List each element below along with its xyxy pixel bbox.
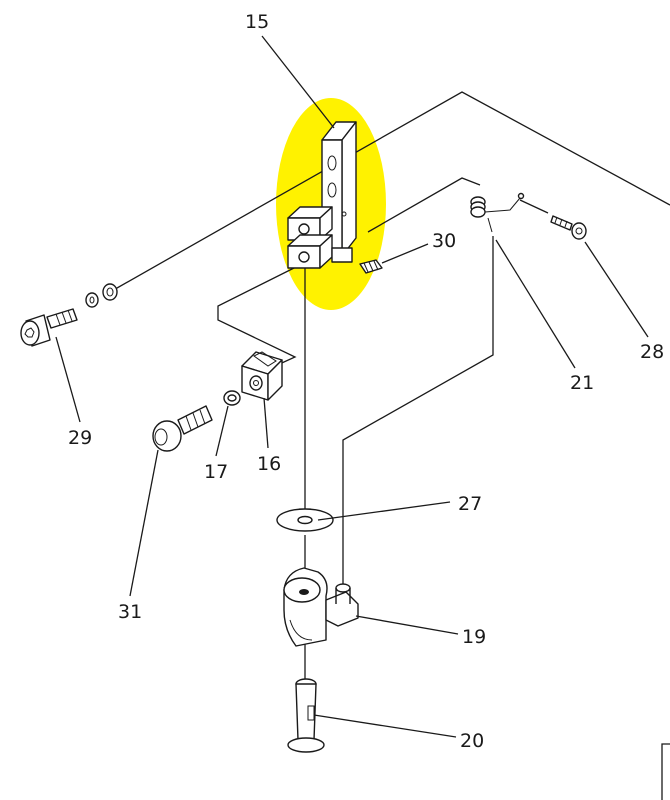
assembly-lines [109, 91, 670, 680]
callout-30: 30 [432, 230, 456, 252]
hinge-bracket-icon [287, 121, 357, 269]
bolt-with-washers-icon [20, 283, 118, 347]
frame-edge [661, 743, 670, 800]
callout-27: 27 [458, 493, 482, 515]
button-head-screw-icon [152, 405, 213, 452]
callout-21: 21 [570, 372, 594, 394]
spring-icon [470, 192, 525, 233]
callout-28: 28 [640, 341, 664, 363]
callout-15: 15 [245, 11, 269, 33]
leader-lines [55, 35, 649, 738]
pin-icon [287, 678, 325, 753]
clamp-block-icon [241, 351, 283, 401]
set-screw-icon [359, 259, 383, 274]
callout-29: 29 [68, 427, 92, 449]
washer-icon [276, 508, 334, 532]
callout-labels: 15 30 28 21 29 17 16 27 31 19 20 [68, 11, 664, 752]
callout-16: 16 [257, 453, 281, 475]
callout-31: 31 [118, 601, 142, 623]
screw-icon [550, 215, 587, 240]
pivot-arm-icon [283, 567, 359, 647]
callout-17: 17 [204, 461, 228, 483]
callout-19: 19 [462, 626, 486, 648]
nut-icon [223, 390, 241, 406]
callout-20: 20 [460, 730, 484, 752]
